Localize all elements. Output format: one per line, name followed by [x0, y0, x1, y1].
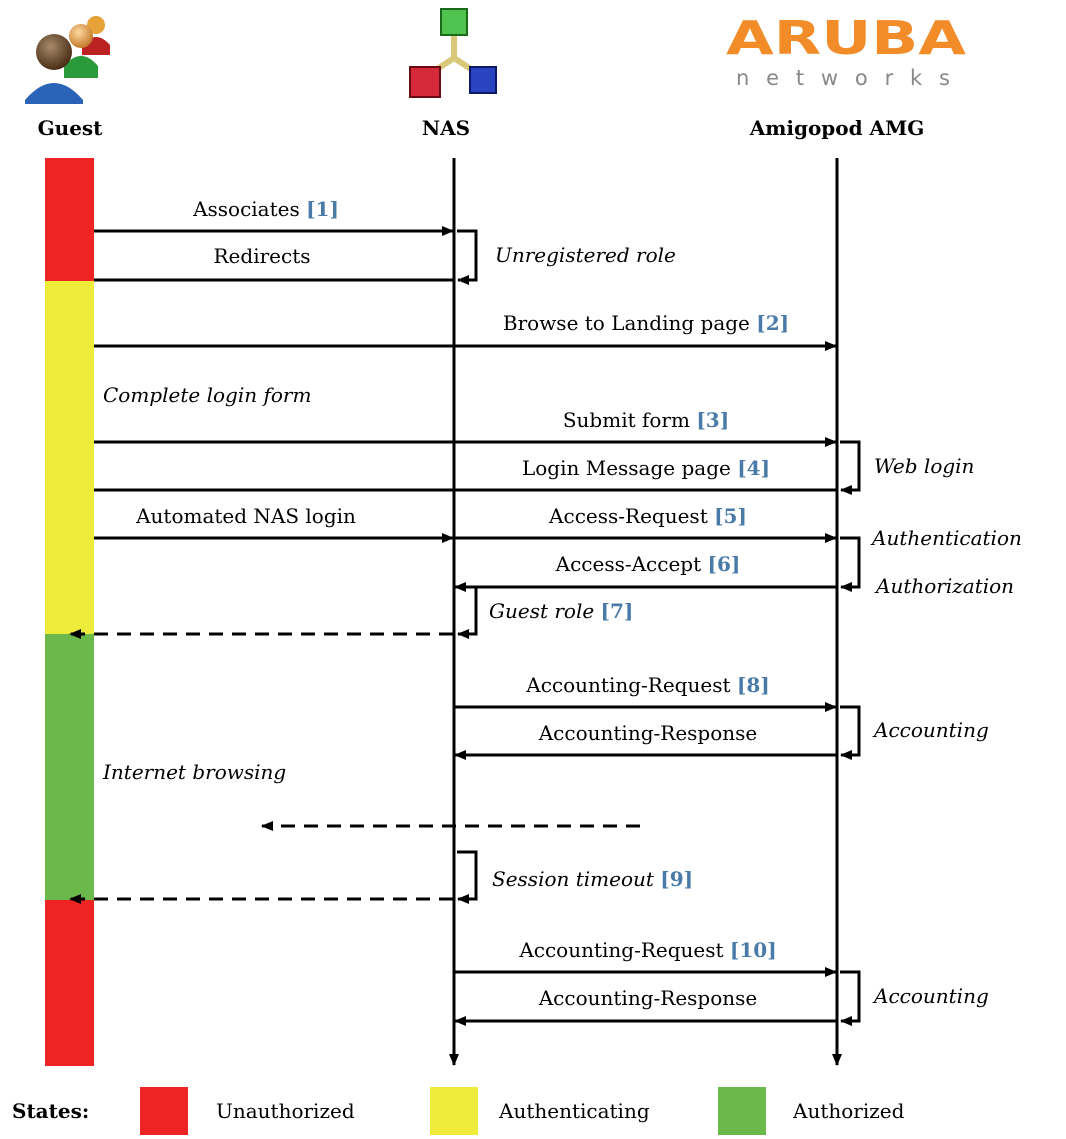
logo-brand: ARUBA — [726, 11, 967, 65]
label-browse: Browse to Landing page [2] — [503, 311, 789, 335]
label-authentication: Authentication — [870, 526, 1022, 550]
network-nodes-icon — [409, 8, 497, 98]
legend-swatch-unauthorized — [140, 1087, 188, 1135]
logo-sub: networks — [736, 66, 956, 90]
loop-accounting-2 — [840, 970, 861, 1026]
label-accounting-request-1: Accounting-Request [8] — [525, 673, 769, 697]
label-web-login: Web login — [874, 454, 974, 478]
label-complete-form: Complete login form — [103, 383, 311, 407]
label-accounting-response-2: Accounting-Response — [538, 986, 758, 1010]
label-accounting-request-2: Accounting-Request [10] — [518, 938, 776, 962]
loop-unregistered-role — [457, 229, 478, 285]
label-accounting-2: Accounting — [872, 984, 989, 1008]
label-access-request: Access-Request [5] — [548, 504, 747, 528]
label-redirects: Redirects — [214, 244, 311, 268]
legend-authenticating: Authenticating — [498, 1099, 650, 1123]
loop-web-login — [840, 440, 861, 495]
label-internet-browsing: Internet browsing — [102, 760, 286, 784]
label-login-message: Login Message page [4] — [522, 456, 770, 480]
state-authorized — [45, 634, 94, 900]
loop-authentication — [840, 536, 861, 592]
legend-title: States: — [12, 1099, 89, 1123]
legend-swatch-authenticating — [430, 1087, 478, 1135]
loop-session-timeout — [457, 850, 478, 904]
loop-accounting-1 — [840, 705, 861, 760]
label-session-timeout: Session timeout [9] — [492, 867, 693, 891]
label-associates: Associates [1] — [192, 197, 339, 221]
loop-guest-role — [457, 585, 478, 639]
state-unauthorized-1 — [45, 158, 94, 281]
label-automated-nas-login: Automated NAS login — [135, 504, 356, 528]
state-unauthorized-2 — [45, 900, 94, 1066]
label-submit: Submit form [3] — [563, 408, 729, 432]
header-amg: Amigopod AMG — [749, 116, 925, 140]
label-unregistered-role: Unregistered role — [495, 243, 676, 267]
label-accounting-response-1: Accounting-Response — [538, 721, 758, 745]
state-authenticating — [45, 281, 94, 634]
guest-users-icon — [25, 16, 110, 104]
label-access-accept: Access-Accept [6] — [555, 552, 741, 576]
header-nas: NAS — [422, 116, 470, 140]
label-guest-role: Guest role [7] — [489, 599, 633, 623]
legend-swatch-authorized — [718, 1087, 766, 1135]
label-authorization: Authorization — [874, 574, 1014, 598]
aruba-networks-logo: ARUBA networks — [726, 11, 967, 90]
label-accounting-1: Accounting — [872, 718, 989, 742]
legend-unauthorized: Unauthorized — [216, 1099, 355, 1123]
legend-authorized: Authorized — [792, 1099, 905, 1123]
header-guest: Guest — [38, 116, 104, 140]
